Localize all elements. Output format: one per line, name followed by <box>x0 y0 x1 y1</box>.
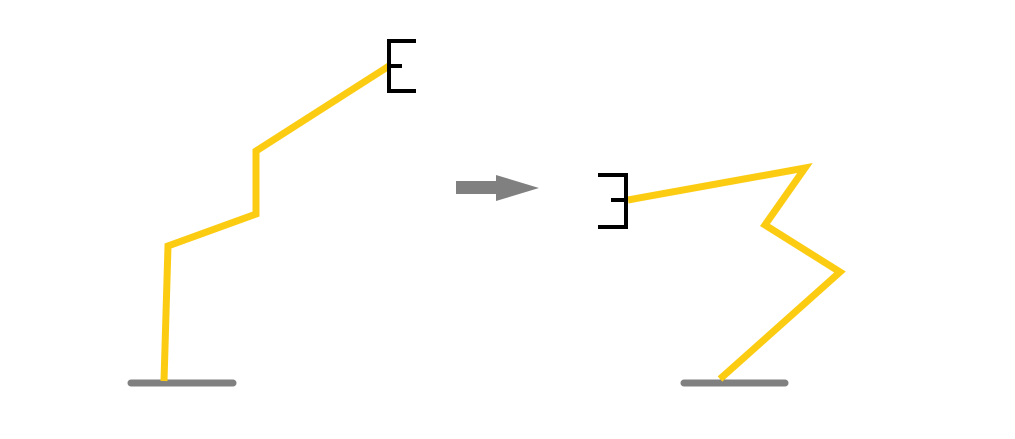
transition-arrow-icon <box>456 175 539 201</box>
left-gripper-icon <box>387 39 416 93</box>
right-arm-linkage <box>627 163 846 382</box>
right-gripper-icon <box>598 173 628 229</box>
right-arm-configuration <box>598 163 846 387</box>
left-arm-linkage <box>160 63 391 382</box>
left-arm-configuration <box>127 39 416 387</box>
